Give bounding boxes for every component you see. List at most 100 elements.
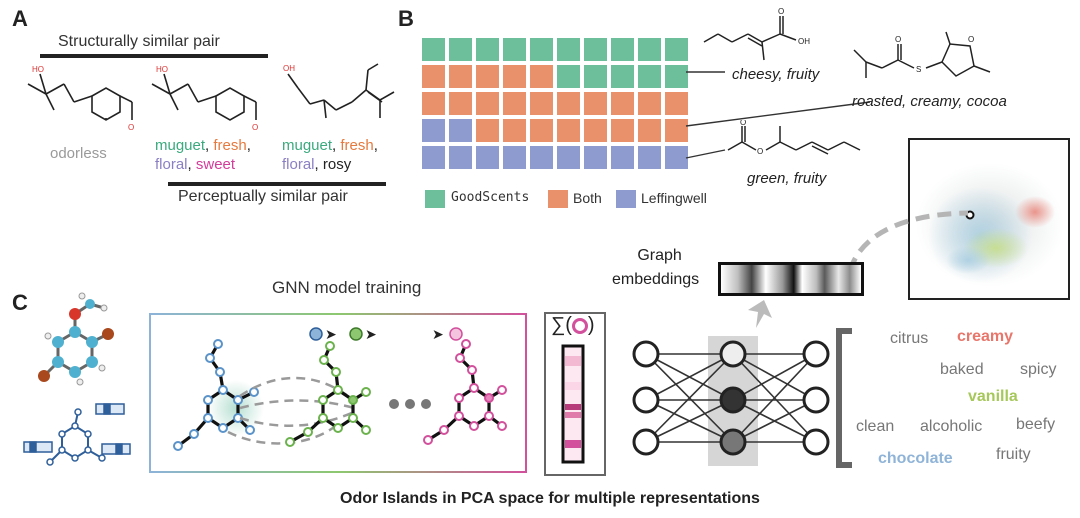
- waffle-cell-leffingwell: [449, 146, 472, 169]
- svg-text:➤: ➤: [432, 327, 444, 343]
- muguet-labels-mol2: muguet, fresh, floral, sweet: [155, 137, 251, 173]
- output-bracket: [836, 328, 852, 468]
- molecule-3d-model: [38, 292, 114, 386]
- molecule-cheesy: O OH: [703, 7, 810, 61]
- molecular-graph-features: [23, 403, 131, 466]
- waffle-cell-leffingwell: [503, 146, 526, 169]
- svg-text:OH: OH: [283, 64, 295, 73]
- label-rosy: rosy: [322, 156, 352, 173]
- waffle-cell-both: [530, 119, 553, 142]
- label-cheesy-fruity: cheesy, fruity: [732, 66, 820, 83]
- waffle-cell-goodscents: [557, 65, 580, 88]
- panel-b-letter: B: [398, 6, 414, 31]
- waffle-cell-goodscents: [638, 38, 661, 61]
- legend-swatch-leffingwell: [616, 190, 636, 208]
- sum-vector: [561, 344, 585, 464]
- waffle-cell-both: [422, 65, 445, 88]
- waffle-cell-leffingwell: [422, 146, 445, 169]
- waffle-cell-goodscents: [665, 65, 688, 88]
- waffle-cell-leffingwell: [476, 146, 499, 169]
- waffle-cell-both: [611, 119, 634, 142]
- svg-text:O: O: [740, 120, 746, 127]
- svg-text:HO: HO: [156, 65, 168, 74]
- waffle-cell-both: [638, 92, 661, 115]
- perceptual-bar: [168, 182, 386, 186]
- label-fresh: fresh: [213, 137, 247, 154]
- labels-mol3: muguet, fresh, floral, rosy: [282, 137, 378, 173]
- word-beefy: beefy: [1016, 416, 1056, 433]
- waffle-cell-both: [530, 92, 553, 115]
- waffle-cell-both: [476, 92, 499, 115]
- sum-pink-circle: [571, 317, 588, 334]
- neural-network: [632, 336, 830, 466]
- waffle-cell-goodscents: [611, 38, 634, 61]
- legend-swatch-goodscents: [425, 190, 445, 208]
- waffle-cell-both: [584, 119, 607, 142]
- legend-swatch-both: [548, 190, 568, 208]
- waffle-cell-leffingwell: [530, 146, 553, 169]
- legend-goodscents: GoodScents: [451, 190, 530, 205]
- waffle-cell-both: [611, 92, 634, 115]
- waffle-cell-both: [584, 92, 607, 115]
- waffle-cell-both: [665, 119, 688, 142]
- word-creamy: creamy: [957, 328, 1014, 345]
- legend-both: Both: [573, 190, 602, 206]
- waffle-cell-leffingwell: [449, 119, 472, 142]
- molecule-roasted: O S O: [853, 31, 991, 78]
- hydroxyl-label: HO: [32, 65, 44, 74]
- molecule-muguet: HO O: [151, 65, 258, 132]
- label-fresh-2: fresh: [340, 137, 374, 154]
- arrow-to-embedding: [748, 300, 772, 328]
- svg-text:O: O: [252, 123, 258, 132]
- graph-embeddings-line1: Graph: [637, 247, 682, 264]
- waffle-cell-both: [503, 65, 526, 88]
- svg-text:O: O: [757, 147, 763, 156]
- waffle-cell-leffingwell: [557, 146, 580, 169]
- waffle-cell-both: [476, 119, 499, 142]
- waffle-cell-both: [638, 119, 661, 142]
- waffle-cell-both: [422, 92, 445, 115]
- odorless-label: odorless: [50, 145, 107, 162]
- word-fruity: fruity: [996, 446, 1031, 463]
- svg-text:OH: OH: [798, 37, 810, 46]
- waffle-cell-goodscents: [611, 65, 634, 88]
- waffle-cell-goodscents: [449, 38, 472, 61]
- legend-leffingwell: Leffingwell: [641, 190, 707, 206]
- waffle-chart: [422, 38, 688, 169]
- perceptual-title: Perceptually similar pair: [178, 188, 348, 205]
- label-sweet: sweet: [195, 156, 236, 173]
- dashed-arrow-to-pca: [847, 210, 969, 272]
- graph-embeddings-label: Graph embeddings: [612, 244, 699, 292]
- label-roasted-creamy-cocoa: roasted, creamy, cocoa: [852, 93, 1007, 110]
- waffle-cell-both: [503, 119, 526, 142]
- svg-text:O: O: [968, 35, 974, 44]
- label-muguet-2: muguet: [282, 137, 333, 154]
- waffle-cell-both: [557, 92, 580, 115]
- pca-scatter-box: [908, 138, 1070, 300]
- word-spicy: spicy: [1020, 361, 1057, 378]
- waffle-cell-leffingwell: [638, 146, 661, 169]
- waffle-cell-goodscents: [584, 38, 607, 61]
- waffle-cell-goodscents: [422, 38, 445, 61]
- waffle-cell-goodscents: [557, 38, 580, 61]
- waffle-cell-both: [503, 92, 526, 115]
- label-floral: floral: [155, 156, 188, 173]
- svg-text:➤: ➤: [325, 327, 337, 343]
- svg-text:O: O: [895, 35, 901, 44]
- structural-title: Structurally similar pair: [58, 33, 220, 50]
- word-clean: clean: [856, 418, 895, 435]
- molecule-rosy: OH: [283, 63, 395, 119]
- label-muguet: muguet: [155, 137, 206, 154]
- embedding-vector: [718, 262, 864, 296]
- graph-embeddings-line2: embeddings: [612, 271, 700, 288]
- waffle-cell-both: [449, 65, 472, 88]
- svg-text:O: O: [128, 123, 134, 132]
- waffle-cell-goodscents: [638, 65, 661, 88]
- sum-symbol: ∑(): [551, 314, 595, 337]
- molecule-odorless: HO O: [27, 65, 134, 132]
- svg-text:➤: ➤: [365, 327, 377, 343]
- svg-text:S: S: [916, 65, 921, 74]
- waffle-cell-both: [449, 92, 472, 115]
- waffle-cell-leffingwell: [422, 119, 445, 142]
- waffle-cell-goodscents: [476, 38, 499, 61]
